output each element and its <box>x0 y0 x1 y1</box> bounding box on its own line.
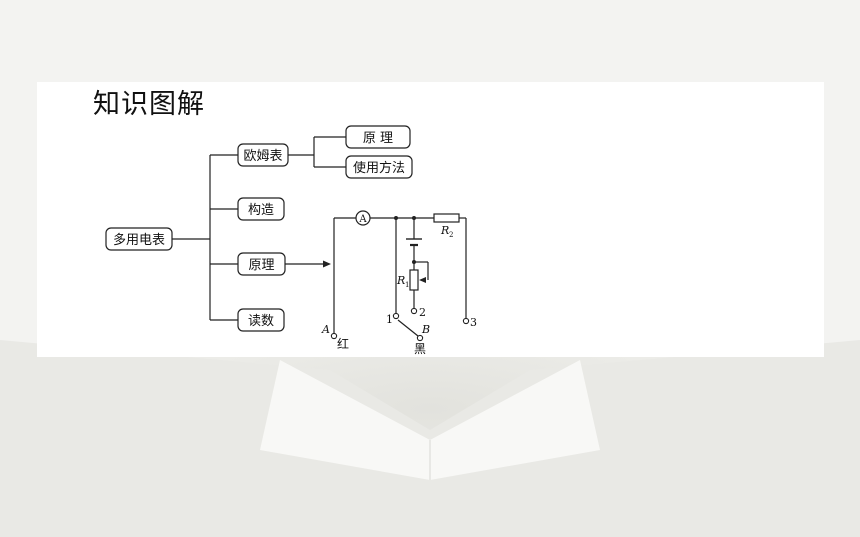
r2-label: R <box>440 224 449 237</box>
junction-dot <box>412 216 416 220</box>
node-usage: 使用方法 <box>345 155 413 179</box>
resistor-r1 <box>409 269 419 291</box>
node-reading: 读数 <box>237 308 285 332</box>
terminal-2-label: 2 <box>419 306 426 319</box>
node-reading-label: 读数 <box>248 314 274 329</box>
root-node: 多用电表 <box>105 227 173 251</box>
terminal-1-label: 1 <box>386 313 393 326</box>
node-ohmmeter: 欧姆表 <box>237 143 289 167</box>
node-ohm-principle-label: 原 理 <box>363 131 393 146</box>
black-probe-label: 黑 <box>414 342 426 356</box>
arrow-head-icon <box>323 260 331 268</box>
node-principle: 原理 <box>237 252 286 276</box>
node-ohmmeter-label: 欧姆表 <box>243 149 282 164</box>
junction-dot <box>412 260 416 264</box>
content-panel <box>37 82 824 357</box>
red-probe-label: 红 <box>337 336 349 351</box>
root-node-label: 多用电表 <box>113 232 165 248</box>
node-structure-label: 构造 <box>248 203 274 218</box>
junction-dot <box>394 216 398 220</box>
node-ohm-principle: 原 理 <box>345 125 411 149</box>
circuit-wires <box>333 217 467 337</box>
ammeter-label: A <box>358 214 367 225</box>
tree-connectors <box>172 136 346 321</box>
ammeter-icon <box>355 210 371 226</box>
terminal-b-label: B <box>421 323 430 336</box>
r2-subscript: 2 <box>449 231 453 239</box>
terminal-3 <box>462 317 470 325</box>
node-usage-label: 使用方法 <box>353 160 405 176</box>
terminal-1 <box>392 312 400 320</box>
page-title: 知识图解 <box>93 89 205 120</box>
terminal-a <box>330 332 338 340</box>
r1-label: R <box>396 274 405 287</box>
terminal-2 <box>410 307 418 315</box>
terminal-b <box>416 334 424 342</box>
node-structure: 构造 <box>237 197 285 221</box>
terminal-a-label: A <box>321 323 330 336</box>
node-principle-label: 原理 <box>248 258 274 273</box>
resistor-r2 <box>433 213 460 223</box>
r1-subscript: 1 <box>405 281 409 289</box>
terminal-3-label: 3 <box>470 316 477 329</box>
rheostat-slider-icon <box>419 277 426 283</box>
open-book-decoration <box>0 340 860 537</box>
